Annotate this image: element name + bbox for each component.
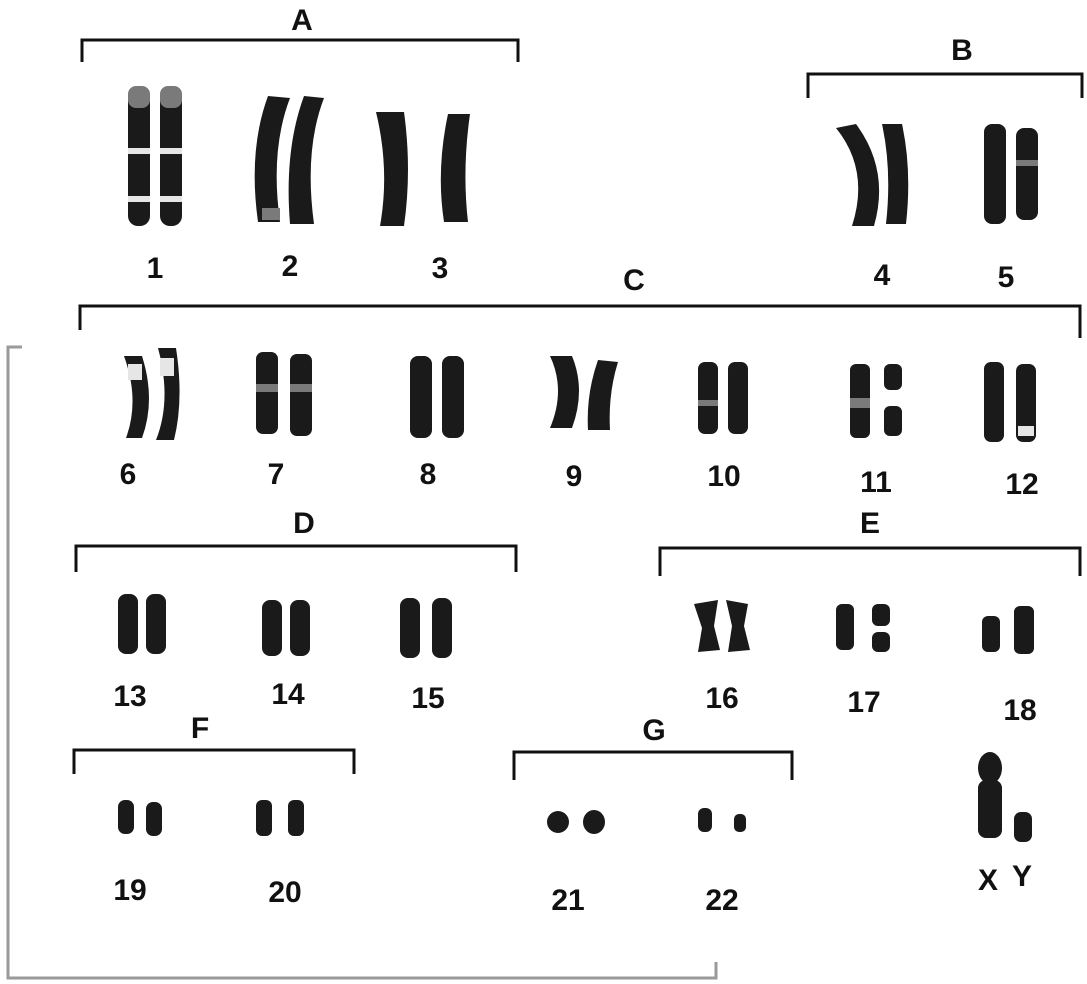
chromosome-pair-8 — [410, 356, 464, 438]
chromosome-x — [978, 752, 1002, 838]
pair-label-21: 21 — [551, 884, 584, 917]
chromosome-pair-13 — [118, 594, 166, 654]
chromosome-pair-4 — [836, 124, 909, 226]
pair-label-13: 13 — [113, 680, 146, 713]
chromosome-pair-20 — [256, 800, 304, 836]
pair-label-1: 1 — [147, 252, 164, 285]
pair-label-19: 19 — [113, 874, 146, 907]
chromosome-pair-14 — [262, 600, 310, 656]
chromosome-pair-5 — [984, 124, 1038, 224]
pair-label-22: 22 — [705, 884, 738, 917]
pair-label-4: 4 — [874, 259, 891, 292]
chromosome-pair-18 — [982, 606, 1034, 654]
chromosome-pair-2 — [254, 96, 324, 224]
sex-label-y: Y — [1012, 860, 1032, 893]
group-a-bracket — [80, 38, 520, 62]
pair-label-3: 3 — [432, 252, 449, 285]
pair-label-2: 2 — [282, 250, 299, 283]
pair-label-17: 17 — [847, 686, 880, 719]
pair-label-18: 18 — [1003, 694, 1036, 727]
pair-label-16: 16 — [705, 682, 738, 715]
group-label-g: G — [642, 714, 665, 747]
chromosome-pair-3 — [376, 112, 470, 226]
group-d-bracket — [74, 544, 518, 572]
chromosome-pair-6 — [124, 348, 180, 440]
sex-label-x: X — [978, 864, 998, 897]
chromosome-pair-22 — [698, 808, 746, 832]
group-label-a: A — [291, 4, 313, 37]
pair-label-14: 14 — [271, 678, 305, 711]
group-e-bracket — [658, 546, 1082, 576]
pair-label-9: 9 — [566, 460, 583, 493]
chromosome-pair-10 — [698, 362, 748, 434]
chromosome-pair-16 — [694, 600, 750, 652]
pair-label-5: 5 — [998, 261, 1015, 294]
pair-label-11: 11 — [860, 466, 892, 499]
pair-label-10: 10 — [707, 460, 740, 493]
chromosome-pair-12 — [984, 362, 1036, 442]
group-g-bracket — [512, 750, 794, 780]
group-label-f: F — [191, 712, 209, 745]
pair-label-12: 12 — [1005, 468, 1038, 501]
group-label-d: D — [293, 507, 315, 540]
chromosome-pair-7 — [256, 352, 312, 436]
group-f-bracket — [72, 748, 356, 774]
chromosome-pair-11 — [850, 364, 902, 438]
pair-label-6: 6 — [120, 458, 137, 491]
group-label-e: E — [860, 507, 880, 540]
frame-line — [6, 345, 718, 980]
pair-label-7: 7 — [268, 458, 285, 491]
pair-label-8: 8 — [420, 458, 437, 491]
chromosome-pair-17 — [836, 604, 890, 652]
chromosome-pair-19 — [118, 800, 162, 836]
chromosome-pair-15 — [400, 598, 452, 658]
group-c-bracket — [78, 304, 1082, 338]
chromosome-pair-1 — [128, 86, 182, 226]
chromosome-y — [1014, 812, 1032, 842]
group-label-b: B — [951, 34, 973, 67]
chromosome-pair-9 — [550, 356, 618, 430]
group-b-bracket — [806, 72, 1084, 98]
pair-label-20: 20 — [268, 876, 301, 909]
pair-label-15: 15 — [411, 682, 444, 715]
group-label-c: C — [623, 264, 645, 297]
chromosome-pair-21 — [547, 810, 605, 834]
